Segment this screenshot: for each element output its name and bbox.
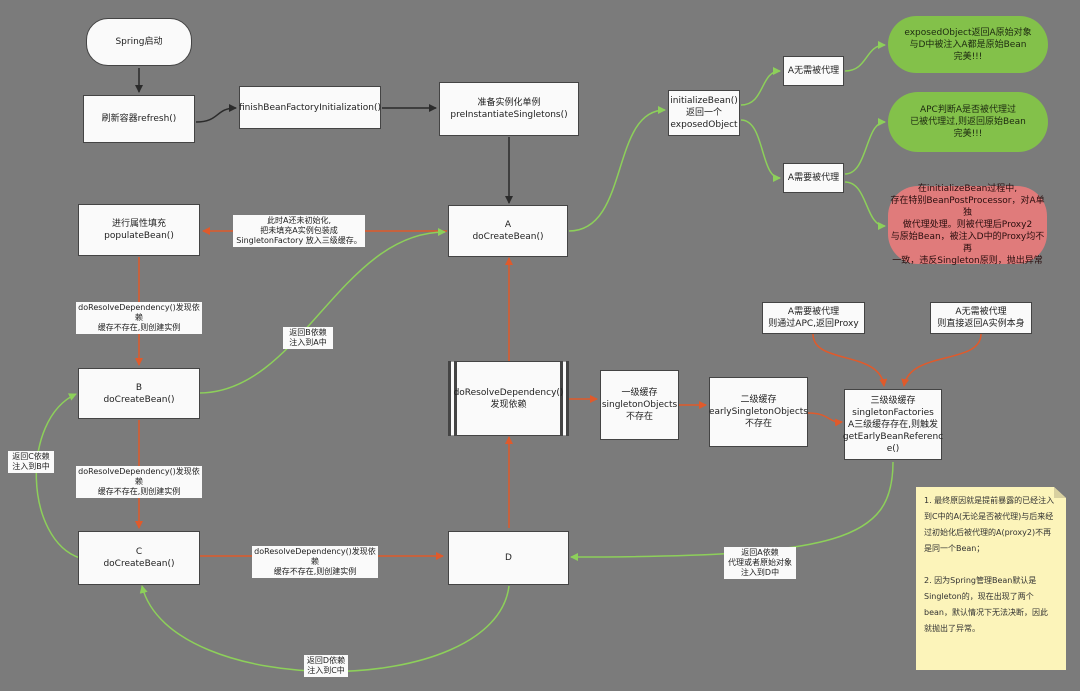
edge-cache-return-d (570, 461, 894, 561)
edge-l2-l3 (807, 412, 843, 427)
edge-needproxy-error (844, 181, 886, 230)
level1-cache-node[interactable]: 一级缓存 singletonObjects 不存在 (600, 370, 679, 440)
summary-note: 1. 最终原因就是提前暴露的已经注入 到C中的A(无论是否被代理)与后来经 过初… (916, 487, 1066, 670)
b-do-create-bean-node[interactable]: B doCreateBean() (78, 368, 200, 419)
a-do-create-bean-node[interactable]: A doCreateBean() (448, 205, 568, 257)
level2-cache-node[interactable]: 二级缓存 earlySingletonObjects 不存在 (709, 377, 808, 447)
edge-a-initialize (568, 106, 666, 232)
apc-check-node[interactable]: APC判断A是否被代理过 已被代理过,则返回原始Bean 完美!!! (888, 92, 1048, 152)
finish-bean-factory-init-node[interactable]: finishBeanFactoryInitialization() (239, 86, 381, 129)
resolve-dependency-node[interactable]: doResolveDependency() 发现依赖 (448, 361, 569, 436)
label-cache-return-d: 返回A依赖 代理或者原始对象 注入到D中 (724, 547, 796, 579)
label-b-return-a: 返回B依赖 注入到A中 (283, 327, 333, 349)
error-case-node[interactable]: 在initializeBean过程中, 存在特别BeanPostProcesso… (888, 184, 1047, 266)
edge-init-needproxy (740, 119, 781, 182)
label-d-return-c: 返回D依赖 注入到C中 (304, 655, 348, 677)
exposed-original-node[interactable]: exposedObject返回A原始对象 与D中被注入A都是原始Bean 完美!… (888, 16, 1048, 73)
label-a-to-populate: 此时A还未初始化, 把未填充A实例包装成 SingletonFactory 放入… (233, 215, 365, 247)
edge-needproxy-apc (844, 118, 886, 175)
edge-noproxy-exposed (844, 41, 886, 72)
populate-bean-node[interactable]: 进行属性填充 populateBean() (78, 204, 200, 256)
a-need-proxy-apc-node[interactable]: A需要被代理 则通过APC,返回Proxy (762, 302, 865, 334)
label-b-to-c: doResolveDependency()发现依赖 缓存不存在,则创建实例 (76, 466, 202, 498)
edge-init-noproxy (740, 67, 781, 106)
edge-apcproxy-l3 (812, 333, 888, 387)
a-no-proxy-self-node[interactable]: A无需被代理 则直接返回A实例本身 (930, 302, 1032, 334)
edge-refresh-finish (195, 104, 237, 123)
label-c-to-d: doResolveDependency()发现依赖 缓存不存在,则创建实例 (252, 546, 378, 578)
a-need-proxy-node[interactable]: A需要被代理 (783, 163, 844, 193)
edge-b-return-a (198, 228, 446, 394)
level3-cache-node[interactable]: 三级级缓存 singletonFactories A三级缓存存在,则触发 get… (843, 389, 943, 460)
label-c-return-b: 返回C依赖 注入到B中 (8, 451, 54, 473)
pre-instantiate-singletons-node[interactable]: 准备实例化单例 preInstantiateSingletons() (439, 82, 579, 136)
label-populate-to-b: doResolveDependency()发现依赖 缓存不存在,则创建实例 (76, 302, 202, 334)
d-node[interactable]: D (448, 531, 569, 585)
refresh-node[interactable]: 刷新容器refresh() (83, 95, 195, 143)
edge-noproxy-l3 (901, 333, 982, 387)
c-do-create-bean-node[interactable]: C doCreateBean() (78, 531, 200, 585)
spring-start-node[interactable]: Spring启动 (86, 18, 192, 66)
edge-c-return-b (35, 393, 81, 559)
a-no-proxy-node[interactable]: A无需被代理 (783, 56, 844, 86)
initialize-bean-node[interactable]: initializeBean() 返回一个 exposedObject (668, 90, 740, 136)
